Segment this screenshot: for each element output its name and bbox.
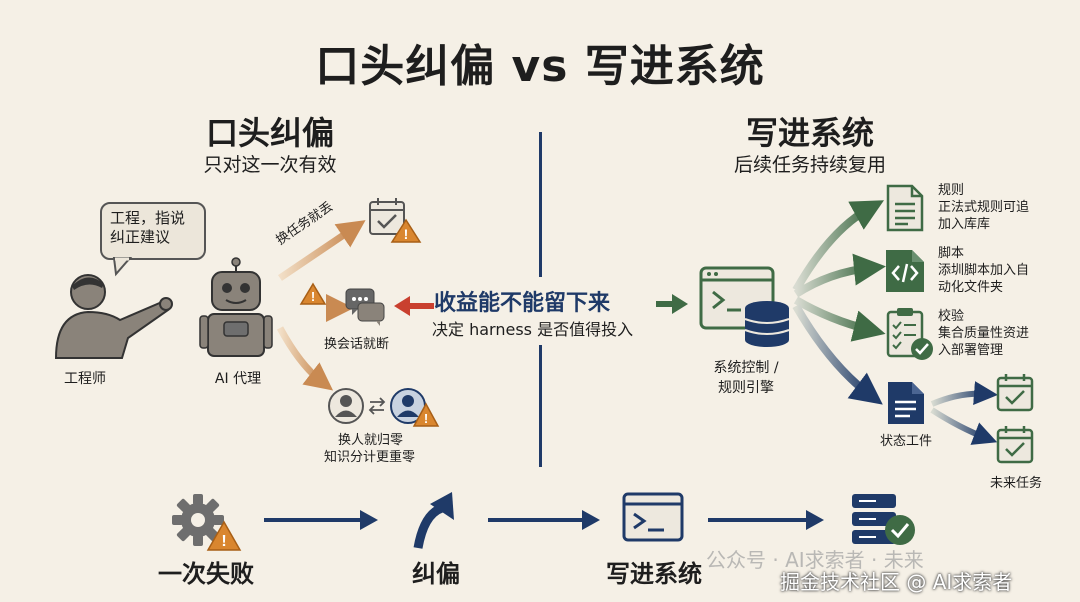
gear-warning-icon: ! bbox=[172, 494, 242, 551]
agent-label: AI 代理 bbox=[214, 371, 262, 387]
output-rules-desc-2: 加入库库 bbox=[938, 217, 991, 232]
warning-icon: ! bbox=[299, 282, 327, 305]
chat-icon bbox=[345, 288, 385, 326]
green-right-arrow bbox=[656, 294, 688, 314]
engineer-label: 工程师 bbox=[64, 371, 106, 387]
svg-text:!: ! bbox=[404, 226, 409, 242]
calendar-warning-icon: ! bbox=[369, 198, 422, 243]
output-check-desc-1: 集合质量性资进 bbox=[938, 326, 1030, 341]
future-calendar-icon bbox=[996, 426, 1034, 464]
svg-text:!: ! bbox=[424, 411, 428, 426]
terminal-database-icon bbox=[699, 266, 790, 347]
red-left-arrow bbox=[394, 296, 434, 316]
future-calendar-icon bbox=[996, 374, 1034, 412]
bubble-tail bbox=[112, 257, 133, 277]
output-script-name: 脚本 bbox=[938, 246, 965, 261]
center-title: 收益能不能留下来 bbox=[434, 291, 611, 316]
step-correct-label: 纠偏 bbox=[412, 560, 460, 588]
center-subtitle: 决定 harness 是否值得投入 bbox=[432, 320, 634, 339]
state-file-icon bbox=[888, 382, 924, 424]
robot-icon bbox=[199, 257, 273, 357]
person-swap-icon: ! bbox=[328, 388, 440, 427]
flow-arrow-2 bbox=[488, 510, 600, 530]
output-check-name: 校验 bbox=[938, 309, 965, 324]
watermark: 掘金技术社区 @ AI求索者 bbox=[780, 570, 1013, 594]
divider-top bbox=[539, 132, 542, 277]
output-script-desc-1: 添圳脚本加入自 bbox=[938, 263, 1030, 278]
speech-bubble: 工程，指说纠正建议 bbox=[100, 202, 206, 260]
orange-arrows bbox=[276, 220, 366, 391]
future-task-label: 未来任务 bbox=[989, 476, 1042, 491]
branch-person-label-1: 换人就归零 bbox=[338, 433, 404, 448]
flow-arrow-3 bbox=[708, 510, 824, 530]
engineer-icon bbox=[54, 274, 173, 359]
flow-arrow-1 bbox=[264, 510, 378, 530]
right-heading: 写进系统 bbox=[745, 114, 874, 152]
step-failure-label: 一次失败 bbox=[158, 560, 254, 588]
output-script-desc-2: 动化文件夹 bbox=[938, 280, 1004, 295]
server-check-icon bbox=[852, 494, 915, 545]
state-arrows bbox=[930, 381, 998, 445]
fanout-arrows bbox=[792, 200, 886, 405]
document-icon bbox=[886, 184, 924, 232]
output-rules-name: 规则 bbox=[938, 183, 965, 198]
page-title: 口头纠偏 vs 写进系统 bbox=[315, 41, 765, 92]
left-heading: 口头纠偏 bbox=[205, 114, 334, 152]
branch-session-label: 换会话就断 bbox=[324, 337, 390, 352]
svg-text:!: ! bbox=[311, 289, 315, 304]
svg-text:!: ! bbox=[221, 533, 226, 550]
output-check-desc-2: 入部署管理 bbox=[938, 343, 1004, 358]
curved-up-arrow-icon bbox=[413, 492, 454, 549]
branch-person-label-2: 知识分计更重零 bbox=[324, 450, 416, 465]
terminal-icon bbox=[622, 492, 684, 542]
divider-bottom bbox=[539, 345, 542, 467]
engine-label-2: 规则引擎 bbox=[718, 380, 774, 396]
script-file-icon bbox=[886, 250, 924, 292]
output-rules-desc-1: 正法式规则可追 bbox=[938, 200, 1030, 215]
engine-label-1: 系统控制 / bbox=[713, 360, 779, 376]
checklist-icon bbox=[886, 308, 933, 360]
watermark-faint: 公众号 · AI求索者 · 未来 bbox=[706, 548, 924, 572]
step-system-label: 写进系统 bbox=[606, 560, 702, 588]
left-subheading: 只对这一次有效 bbox=[203, 154, 337, 176]
right-subheading: 后续任务持续复用 bbox=[733, 154, 886, 176]
state-file-label: 状态工件 bbox=[879, 434, 932, 449]
